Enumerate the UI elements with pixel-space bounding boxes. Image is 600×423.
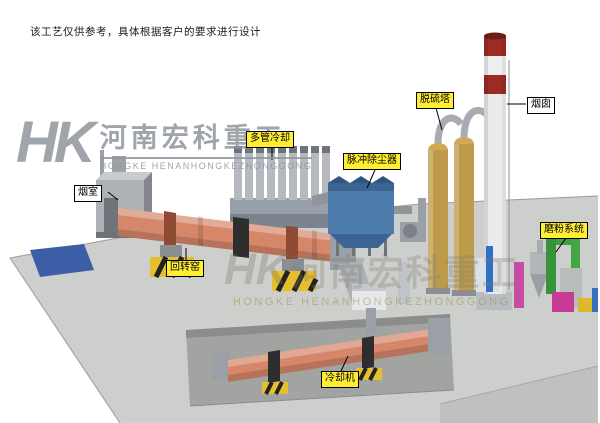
id-fan-unit — [400, 198, 426, 242]
logo-hk-monogram: HK — [16, 110, 96, 175]
label-cooling-machine: 冷却机 — [321, 371, 359, 388]
label-multi-tube-cooler: 多管冷却 — [246, 131, 294, 148]
label-rotary-kiln: 回转窑 — [166, 260, 204, 277]
label-desulfurization-tower: 脱硫塔 — [416, 92, 454, 109]
label-chimney: 烟囱 — [527, 97, 555, 114]
cooling-machine-unit — [212, 318, 450, 395]
blue-ground-pad — [30, 244, 94, 277]
chimney-stack — [476, 32, 512, 310]
kiln-discharge-chute — [338, 261, 410, 334]
label-pulse-dust-collector: 脉冲除尘器 — [343, 153, 401, 170]
label-grinding-system: 磨粉系统 — [540, 222, 588, 239]
logo-company-name-en: HONGKE HENANHONGKEZHONGGONG — [99, 156, 313, 171]
pulse-dust-collector — [312, 176, 412, 256]
disclaimer-text: 该工艺仅供参考，具体根据客户的要求进行设计 — [30, 26, 261, 38]
multi-tube-cooler — [230, 146, 330, 228]
label-smoke-chamber: 烟室 — [74, 185, 102, 202]
label-leader-lines — [107, 103, 567, 372]
grinding-system — [476, 236, 598, 312]
